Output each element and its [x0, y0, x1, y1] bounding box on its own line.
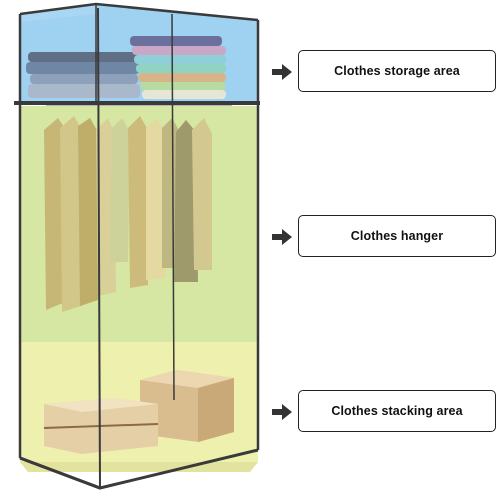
callout-label: Clothes storage area	[334, 64, 460, 78]
label-box: Clothes storage area	[298, 50, 496, 92]
callout-hanger: Clothes hanger	[270, 215, 496, 259]
callout-stacking-area: Clothes stacking area	[270, 390, 496, 434]
label-box: Clothes stacking area	[298, 390, 496, 432]
storage-zone	[20, 4, 258, 104]
arrow-right-icon	[272, 229, 292, 245]
callout-storage-area: Clothes storage area	[270, 50, 496, 94]
arrow-right-icon	[272, 64, 292, 80]
callout-label: Clothes hanger	[350, 229, 444, 243]
arrow-right-icon	[272, 404, 292, 420]
label-box: Clothes hanger	[298, 215, 496, 257]
callout-label: Clothes stacking area	[331, 404, 463, 418]
storage-boxes	[43, 370, 234, 454]
wardrobe-frame	[14, 2, 260, 490]
